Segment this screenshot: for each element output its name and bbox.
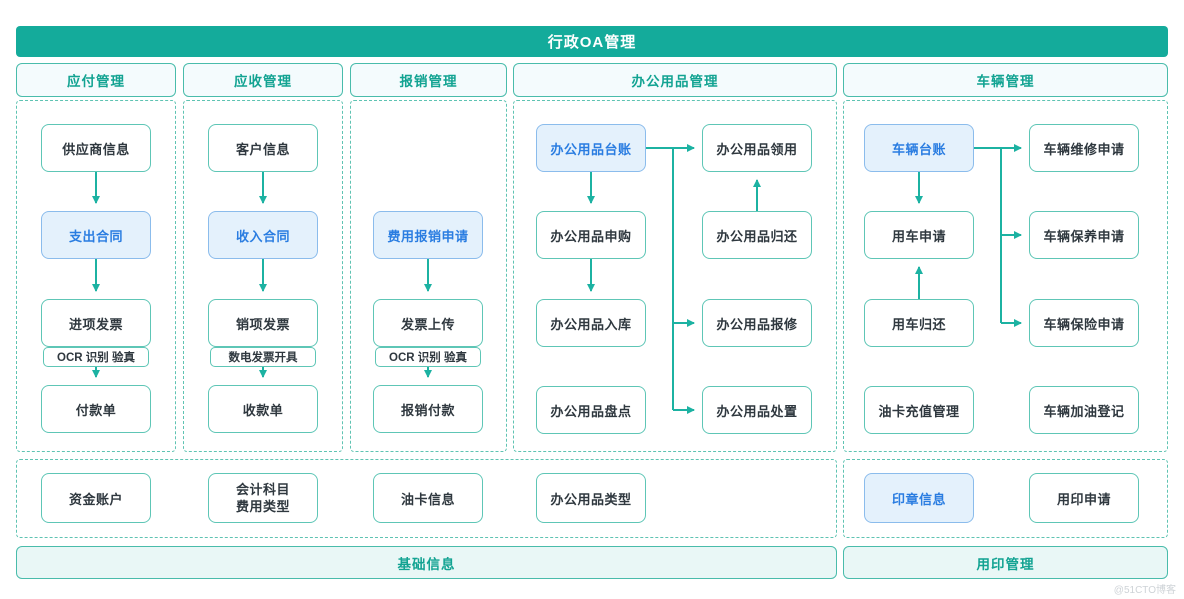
- node-office-repair: 办公用品报修: [702, 299, 812, 347]
- node-office-return: 办公用品归还: [702, 211, 812, 259]
- node-input-invoice: 进项发票: [41, 299, 151, 347]
- subject-line2: 费用类型: [235, 499, 290, 514]
- node-vehicle-insurance-apply: 车辆保险申请: [1029, 299, 1139, 347]
- node-expense-contract: 支出合同: [41, 211, 151, 259]
- node-supplier-info: 供应商信息: [41, 124, 151, 172]
- node-fuel-card-info: 油卡信息: [373, 473, 483, 523]
- column-header-payable: 应付管理: [16, 63, 176, 97]
- container-base-info: [16, 459, 837, 538]
- node-output-invoice: 销项发票: [208, 299, 318, 347]
- subject-line1: 会计科目: [235, 482, 290, 497]
- tag-digital-invoice-issue: 数电发票开具: [210, 347, 316, 367]
- node-fuel-card-recharge: 油卡充值管理: [864, 386, 974, 434]
- node-vehicle-repair-apply: 车辆维修申请: [1029, 124, 1139, 172]
- column-header-vehicle: 车辆管理: [843, 63, 1168, 97]
- node-office-inventory: 办公用品盘点: [536, 386, 646, 434]
- node-seal-apply: 用印申请: [1029, 473, 1139, 523]
- node-office-inbound: 办公用品入库: [536, 299, 646, 347]
- column-header-office: 办公用品管理: [513, 63, 837, 97]
- tag-ocr-verify-payable: OCR 识别 验真: [43, 347, 149, 367]
- node-invoice-upload: 发票上传: [373, 299, 483, 347]
- node-expense-reimburse-apply: 费用报销申请: [373, 211, 483, 259]
- node-fund-account: 资金账户: [41, 473, 151, 523]
- node-seal-info: 印章信息: [864, 473, 974, 523]
- node-vehicle-maintain-apply: 车辆保养申请: [1029, 211, 1139, 259]
- node-vehicle-fuel-log: 车辆加油登记: [1029, 386, 1139, 434]
- diagram-title: 行政OA管理: [16, 26, 1168, 57]
- node-payment-order: 付款单: [41, 385, 151, 433]
- node-receipt-order: 收款单: [208, 385, 318, 433]
- node-office-dispose: 办公用品处置: [702, 386, 812, 434]
- node-vehicle-return: 用车归还: [864, 299, 974, 347]
- node-customer-info: 客户信息: [208, 124, 318, 172]
- watermark: @51CTO博客: [1113, 585, 1176, 596]
- node-income-contract: 收入合同: [208, 211, 318, 259]
- node-vehicle-ledger: 车辆台账: [864, 124, 974, 172]
- column-header-receivable: 应收管理: [183, 63, 343, 97]
- tag-ocr-verify-reimburse: OCR 识别 验真: [375, 347, 481, 367]
- node-reimburse-payment: 报销付款: [373, 385, 483, 433]
- node-office-ledger: 办公用品台账: [536, 124, 646, 172]
- node-vehicle-apply: 用车申请: [864, 211, 974, 259]
- node-office-supply-type: 办公用品类型: [536, 473, 646, 523]
- node-office-pickup: 办公用品领用: [702, 124, 812, 172]
- bar-seal-management: 用印管理: [843, 546, 1168, 579]
- node-office-purchase: 办公用品申购: [536, 211, 646, 259]
- node-account-subject-expense-type: 会计科目 费用类型: [208, 473, 318, 523]
- column-header-reimburse: 报销管理: [350, 63, 507, 97]
- bar-base-info: 基础信息: [16, 546, 837, 579]
